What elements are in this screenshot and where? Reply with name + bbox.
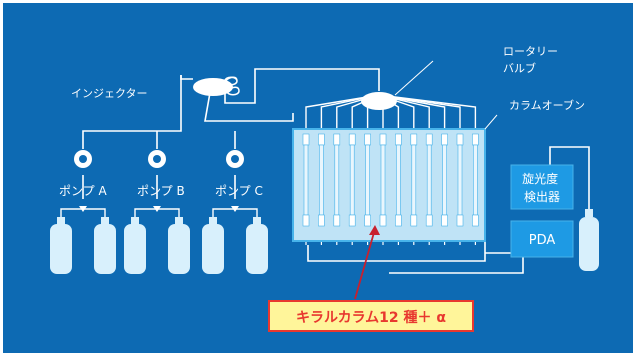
solvent-bottle-icon xyxy=(202,217,224,274)
solvent-bottle-icon xyxy=(50,217,72,274)
polarimeter-label-line1: 旋光度 xyxy=(522,171,558,186)
pump-c-label: ポンプ C xyxy=(215,184,263,198)
column-inlet-line xyxy=(378,94,446,131)
chiral-columns-callout xyxy=(268,300,474,332)
column-inlet-line xyxy=(378,94,477,131)
hplc-system-diagram: インジェクター ロータリー バルブ カラムオーブン ポンプ A ポンプ B ポン… xyxy=(3,3,633,353)
injector-loop-icon xyxy=(193,76,240,96)
chiral-column xyxy=(456,133,464,227)
solvent-bottle-icon xyxy=(124,217,146,274)
pump-a xyxy=(74,150,92,168)
chiral-column xyxy=(472,133,479,227)
solvent-supply xyxy=(50,206,268,274)
chiral-columns-label: キラルカラム12 種＋ α xyxy=(296,309,446,326)
column-inlet-line xyxy=(320,94,380,131)
rotary-valve-label-line1: ロータリー xyxy=(503,45,558,58)
solvent-bottle-icon xyxy=(168,217,190,274)
injector-label: インジェクター xyxy=(71,87,148,100)
solvent-pair xyxy=(50,206,116,274)
column-oven-label: カラムオーブン xyxy=(509,98,585,112)
mixing-valve-icon xyxy=(231,206,239,212)
pda-label: PDA xyxy=(529,233,556,248)
column-oven xyxy=(292,128,486,242)
solvent-pair xyxy=(124,206,190,274)
rotary-valve-label: ロータリー バルブ xyxy=(503,45,562,75)
polarimeter-label: 旋光度 検出器 xyxy=(522,171,562,204)
solvent-bottle-icon xyxy=(94,217,116,274)
pump-a-label: ポンプ A xyxy=(59,184,107,198)
pda-detector-box xyxy=(510,220,574,258)
chiral-column xyxy=(364,133,371,227)
mixing-valve-icon xyxy=(153,206,161,212)
pump-b-label: ポンプ B xyxy=(137,184,185,198)
chiral-column xyxy=(410,133,418,227)
callout-pointer xyxy=(354,228,376,300)
solvent-pair xyxy=(202,206,268,274)
chiral-column xyxy=(395,133,402,227)
chiral-column xyxy=(425,133,433,227)
chiral-column xyxy=(348,133,356,227)
chiral-column xyxy=(441,133,448,227)
callout-arrowhead xyxy=(369,225,380,235)
rotary-valve-leader xyxy=(394,60,434,96)
solvent-bottle-icon xyxy=(579,209,599,271)
chiral-column xyxy=(333,133,341,227)
column-inlet-line xyxy=(305,94,380,131)
solvent-bottle-icon xyxy=(246,217,268,274)
rotary-valve-label-line2: バルブ xyxy=(503,61,536,75)
polarimeter-detector-box xyxy=(510,164,574,210)
chiral-column-array xyxy=(302,133,479,227)
pump-c xyxy=(226,150,244,168)
chiral-column xyxy=(318,133,325,227)
pump-b xyxy=(148,150,166,168)
rotary-valve-icon xyxy=(361,92,397,110)
chiral-column xyxy=(302,133,310,227)
mixing-valve-icon xyxy=(79,206,87,212)
polarimeter-label-line2: 検出器 xyxy=(524,190,560,204)
column-oven-leader xyxy=(484,114,498,130)
chiral-column xyxy=(379,133,387,227)
